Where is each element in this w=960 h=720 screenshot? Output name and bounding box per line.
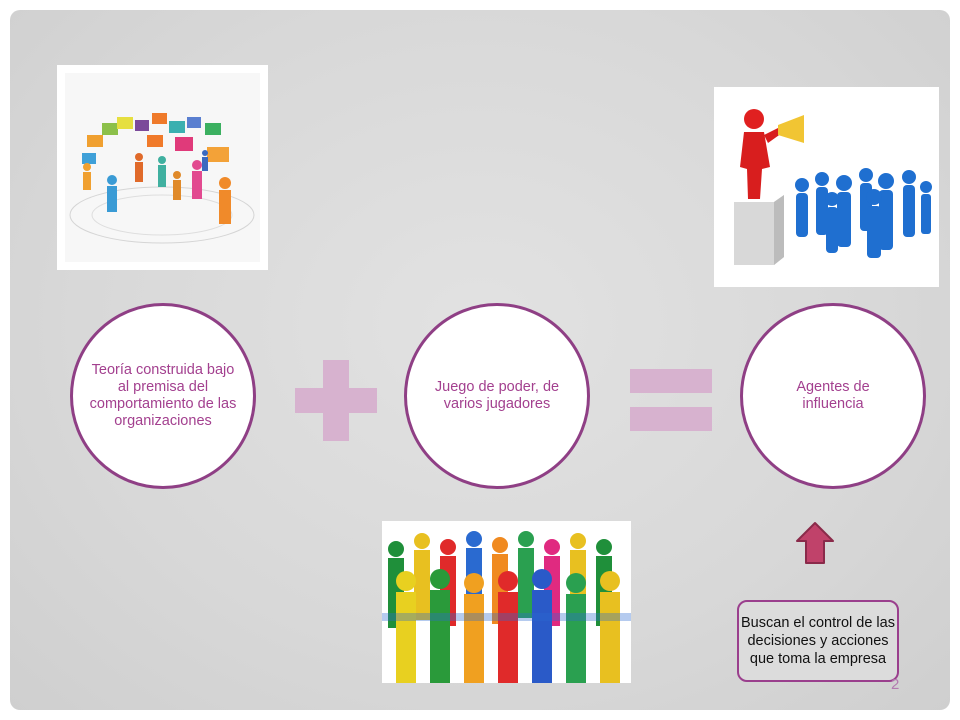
people-speech-bubbles-image	[57, 65, 268, 270]
circle-influence-agents: Agentes de influencia	[740, 303, 926, 489]
circle-power-game: Juego de poder, de varios jugadores	[404, 303, 590, 489]
callout-box: Buscan el control de las decisiones y ac…	[737, 600, 899, 682]
colorful-people-image	[382, 521, 631, 683]
circle-theory-label: Teoría construida bajo al premisa del co…	[89, 362, 237, 429]
circle-influence-agents-label: Agentes de influencia	[796, 379, 870, 412]
callout-text: Buscan el control de las decisiones y ac…	[741, 615, 895, 667]
circle-power-game-label: Juego de poder, de varios jugadores	[434, 379, 560, 412]
up-arrow-icon	[795, 521, 835, 565]
circle-theory: Teoría construida bajo al premisa del co…	[70, 303, 256, 489]
speaker-megaphone-crowd-image	[714, 87, 939, 287]
page-number: 2	[891, 676, 900, 693]
